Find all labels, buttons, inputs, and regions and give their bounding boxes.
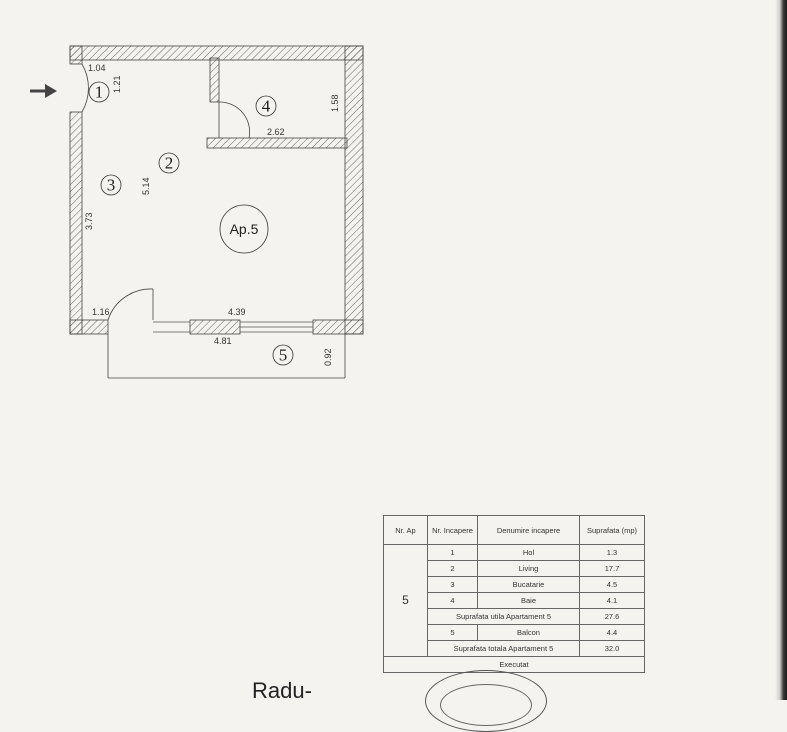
dim-entry-depth: 1.21 [112, 75, 122, 93]
room-name-cell: Balcon [477, 624, 580, 641]
signature-text: Radu- [252, 678, 312, 703]
room-name-cell: Living [477, 560, 580, 577]
table-row: 4 Baie 4.1 [384, 592, 645, 609]
room-area-cell: 4.4 [579, 624, 645, 641]
dim-bath-width: 2.62 [267, 127, 285, 137]
dim-living-depth: 5.14 [141, 177, 151, 195]
room-name-cell: Baie [477, 592, 580, 609]
room-name-cell: Bucatarie [477, 576, 580, 593]
room-no-cell: 4 [427, 592, 478, 609]
room-markers [88, 81, 294, 366]
total-area-label: Suprafata totala Apartament 5 [427, 640, 580, 657]
room-no-cell: 3 [427, 576, 478, 593]
walls [69, 45, 364, 335]
dim-window-width: 4.39 [228, 307, 246, 317]
header-room-name: Denumire incapere [477, 515, 580, 545]
table-row: 3 Bucatarie 4.5 [384, 576, 645, 593]
room-number-3: 3 [107, 176, 116, 195]
executed-row: Executat [383, 656, 645, 673]
total-area-value: 32.0 [579, 640, 645, 657]
table-header-row: Nr. Ap Nr. Incapere Denumire incapere Su… [383, 515, 645, 545]
useful-area-row: Suprafata utila Apartament 5 27.6 [384, 608, 645, 625]
room-no-cell: 2 [427, 560, 478, 577]
official-stamp-inner-ring [440, 684, 532, 726]
dim-left-wall: 3.73 [84, 212, 94, 230]
executed-label: Executat [383, 656, 645, 673]
balcony-outline [107, 334, 346, 379]
room-area-cell: 1.3 [579, 544, 645, 561]
room-no-cell: 5 [427, 624, 478, 641]
room-area-cell: 17.7 [579, 560, 645, 577]
header-room-no: Nr. Incapere [427, 515, 478, 545]
header-apt-no: Nr. Ap [383, 515, 428, 545]
dim-bath-height: 1.58 [330, 94, 340, 112]
dim-balcony-depth: 0.92 [323, 348, 333, 366]
useful-area-value: 27.6 [579, 608, 645, 625]
apartment-number-cell: 5 [383, 544, 428, 657]
useful-area-label: Suprafata utila Apartament 5 [427, 608, 580, 625]
room-number-4: 4 [262, 97, 271, 116]
dim-balcony-width: 4.81 [214, 336, 232, 346]
page-edge-shadow [775, 0, 787, 700]
floor-plan: 1.04 1.21 1.58 2.62 5.14 3.73 1.16 4.39 … [30, 45, 364, 379]
entry-arrow-icon [30, 84, 57, 98]
table-row: 5 1 Hol 1.3 [383, 544, 645, 657]
room-name-cell: Hol [477, 544, 580, 561]
dimension-labels: 1.04 1.21 1.58 2.62 5.14 3.73 1.16 4.39 … [84, 63, 340, 366]
dim-entry-width: 1.04 [88, 63, 106, 73]
apartment-label: Ap.5 [230, 221, 259, 237]
header-area: Suprafata (mp) [579, 515, 645, 545]
room-area-cell: 4.5 [579, 576, 645, 593]
room-number-5: 5 [279, 346, 288, 365]
table-row: 2 Living 17.7 [384, 560, 645, 577]
room-no-cell: 1 [427, 544, 478, 561]
room-number-1: 1 [95, 83, 104, 102]
room-area-cell: 4.1 [579, 592, 645, 609]
room-number-2: 2 [165, 154, 174, 173]
window-frames [153, 321, 313, 333]
total-area-row: Suprafata totala Apartament 5 32.0 [384, 640, 645, 657]
door-swings [81, 63, 250, 321]
dim-door-offset: 1.16 [92, 307, 110, 317]
room-area-table: Nr. Ap Nr. Incapere Denumire incapere Su… [383, 515, 645, 673]
